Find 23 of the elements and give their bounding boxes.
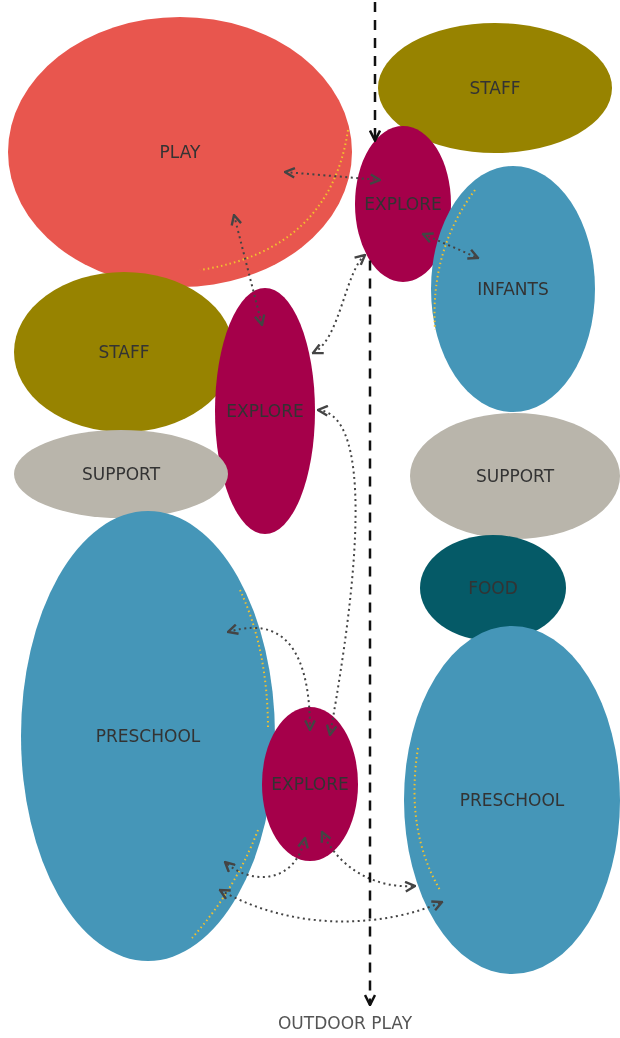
- bubble-label: SUPPORT: [475, 466, 555, 486]
- dotted-arrow: [283, 166, 382, 186]
- bubble-label: EXPLORE: [271, 774, 349, 794]
- bubble-label: PRESCHOOL: [459, 790, 565, 810]
- bubble-label: INFANTS: [477, 279, 549, 299]
- dotted-arrow: [421, 232, 480, 260]
- bubble-label: EXPLORE: [226, 401, 304, 421]
- dotted-arrow: [316, 407, 357, 737]
- bubble-label: EXPLORE: [364, 194, 442, 214]
- dotted-arrow: [230, 213, 266, 327]
- dotted-arrow: [226, 624, 316, 732]
- dotted-arrow: [223, 836, 309, 879]
- bubble-label: STAFF: [98, 342, 150, 362]
- dotted-arrow: [311, 253, 367, 355]
- dashed-arrow: [363, 260, 377, 1007]
- dotted-arrow: [218, 888, 444, 923]
- bubble-label: SUPPORT: [81, 464, 161, 484]
- bubble-label: PRESCHOOL: [95, 726, 201, 746]
- bubble-label: STAFF: [469, 78, 521, 98]
- dashed-arrow: [368, 2, 382, 142]
- bubble-label: PLAY: [159, 142, 201, 162]
- text-label: OUTDOOR PLAY: [277, 1013, 413, 1033]
- dotted-arrow: [320, 830, 417, 893]
